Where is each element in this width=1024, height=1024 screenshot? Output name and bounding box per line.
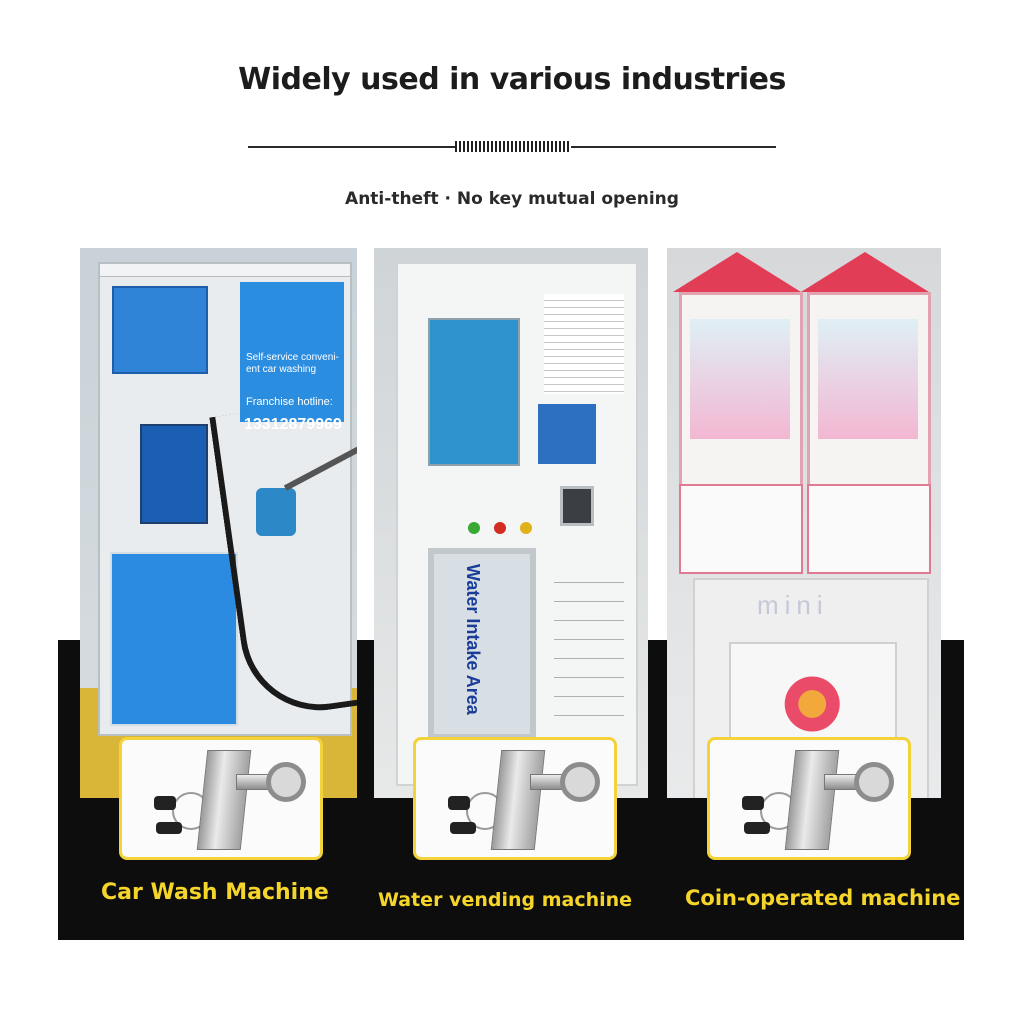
joystick-panel-right [807, 484, 931, 574]
car-wash-photo: Self-service conveni-ent car washing Fra… [80, 248, 357, 798]
green-button [468, 522, 480, 534]
lock-cam [266, 762, 306, 802]
lock-image [707, 737, 911, 860]
roof-left [673, 252, 801, 292]
display-poster [428, 318, 520, 466]
lock-image [119, 737, 323, 860]
claw-cabinet-left [679, 292, 803, 488]
glass-window [818, 319, 918, 439]
key-icon [450, 822, 476, 834]
status-panel [538, 404, 596, 464]
key-icon [154, 796, 176, 810]
yellow-button [520, 522, 532, 534]
caption-water-vending: Water vending machine [378, 889, 633, 911]
process-list [554, 564, 624, 734]
hotline-label: Franchise hotline: [246, 396, 333, 408]
divider-ornament [455, 141, 571, 152]
instruction-sheet [544, 294, 624, 394]
claw-cabinet-right [807, 292, 931, 488]
brand-text: mini [757, 590, 829, 620]
glass-window [690, 319, 790, 439]
key-icon [448, 796, 470, 810]
control-panel [140, 424, 208, 524]
water-vending-photo: Water Intake Area [374, 248, 648, 798]
page-title: Widely used in various industries [238, 62, 786, 97]
franchise-sign: Self-service conveni-ent car washing Fra… [240, 282, 344, 433]
info-sign [112, 286, 208, 374]
page-subtitle: Anti-theft · No key mutual opening [345, 189, 679, 209]
roof-right [801, 252, 929, 292]
coin-machine-photo: mini [667, 248, 941, 798]
lock-faceplate [490, 750, 546, 850]
hotline-number: 13312879969 [244, 416, 342, 433]
user-guide-sign [110, 552, 238, 726]
red-button [494, 522, 506, 534]
lock-cam [560, 762, 600, 802]
joystick-panel-left [679, 484, 803, 574]
lock-faceplate [784, 750, 840, 850]
lock-faceplate [196, 750, 252, 850]
key-icon [742, 796, 764, 810]
intake-window [428, 548, 536, 740]
cabinet-top [100, 264, 350, 277]
key-icon [744, 822, 770, 834]
candy-decal [781, 672, 859, 736]
key-icon [156, 822, 182, 834]
water-cabinet: Water Intake Area [396, 262, 638, 786]
sign-text: Self-service conveni-ent car washing [246, 352, 339, 375]
spray-gun [256, 488, 296, 536]
car-wash-cabinet: Self-service conveni-ent car washing Fra… [98, 262, 357, 736]
caption-coin-operated: Coin-operated machine [685, 886, 961, 910]
card-slot [560, 486, 594, 526]
lock-cam [854, 762, 894, 802]
lock-image [413, 737, 617, 860]
intake-label: Water Intake Area [463, 564, 483, 715]
caption-car-wash: Car Wash Machine [101, 880, 329, 905]
